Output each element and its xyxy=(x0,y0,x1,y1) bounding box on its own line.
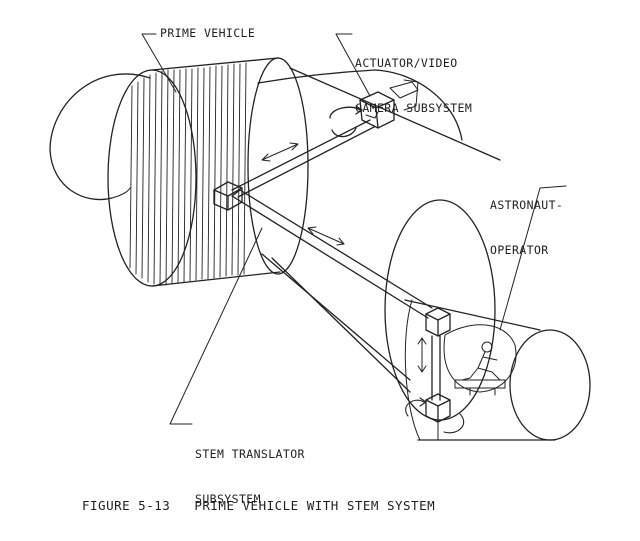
astronaut-operator-label: ASTRONAUT- OPERATOR xyxy=(490,168,563,273)
astronaut-label-line1: ASTRONAUT- xyxy=(490,198,564,212)
actuator-video-camera-label: ACTUATOR/VIDEO CAMERA SUBSYSTEM xyxy=(355,26,472,131)
stem-boom xyxy=(231,189,433,319)
prime-vehicle-label: PRIME VEHICLE xyxy=(160,26,256,40)
engine-nozzle xyxy=(49,73,151,201)
stem-label-line1: STEM TRANSLATOR xyxy=(195,447,305,461)
astronaut-operator-figure xyxy=(454,341,506,396)
rotation-arrow-lower xyxy=(405,397,465,434)
translator-block xyxy=(213,181,243,211)
translation-arrows xyxy=(261,142,427,373)
figure-caption: FIGURE 5-13 PRIME VEHICLE WITH STEM SYST… xyxy=(82,498,436,513)
actuator-label-line1: ACTUATOR/VIDEO xyxy=(355,56,458,70)
main-cylinder xyxy=(257,67,501,421)
stem-label-line2: SUBSYSTEM xyxy=(195,492,261,506)
leader-lines xyxy=(141,33,567,425)
astronaut-label-line2: OPERATOR xyxy=(490,243,549,257)
actuator-label-line2: CAMERA SUBSYSTEM xyxy=(355,101,473,115)
actuator-camera-block xyxy=(329,79,419,138)
upper-stem xyxy=(231,119,375,198)
ribbed-section xyxy=(107,57,309,287)
vertical-stem-column xyxy=(425,307,451,441)
stem-translator-label: STEM TRANSLATOR SUBSYSTEM xyxy=(195,417,305,522)
